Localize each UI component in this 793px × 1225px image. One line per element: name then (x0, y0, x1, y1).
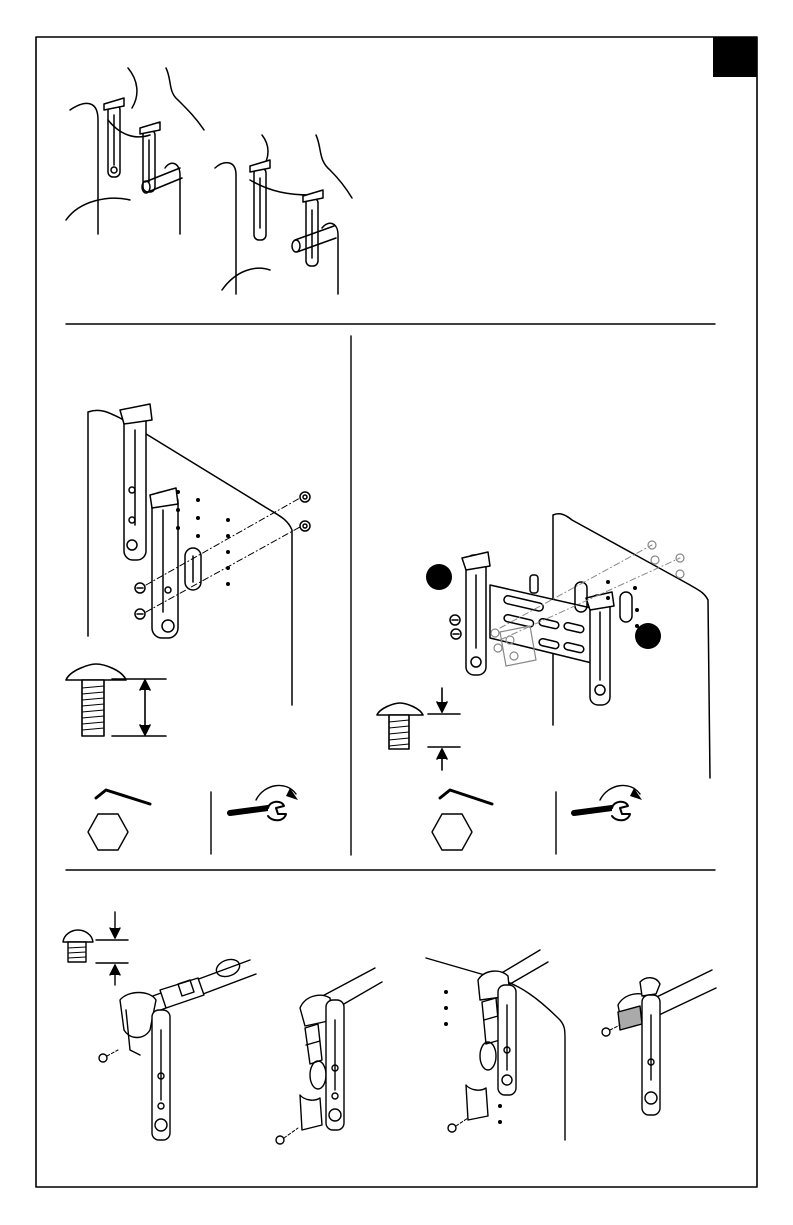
hex-icon-right (432, 814, 472, 850)
hex-key-icon (96, 790, 150, 804)
bolt-length-callout-right (377, 688, 460, 770)
strap-over-left-post-figure (66, 68, 204, 234)
wrench-clockwise-icon-right (574, 785, 642, 820)
buckle-step-4 (602, 970, 716, 1115)
buckle-step-2 (276, 968, 382, 1144)
corner-tab (713, 37, 757, 77)
hex-icon (88, 814, 128, 850)
callout-marker-a (426, 564, 452, 590)
hex-key-icon-right (440, 790, 492, 804)
bolt-length-callout-left (66, 664, 166, 736)
dual-bracket-mount-figure (426, 514, 710, 778)
buckle-step-1 (99, 956, 256, 1140)
strap-over-right-post-figure (215, 135, 352, 294)
callout-marker-b (635, 623, 661, 649)
buckle-step-3 (426, 950, 565, 1140)
bolt-length-callout-bottom (63, 912, 128, 985)
bracket-mount-figure (88, 404, 310, 705)
wrench-clockwise-icon (230, 785, 298, 820)
